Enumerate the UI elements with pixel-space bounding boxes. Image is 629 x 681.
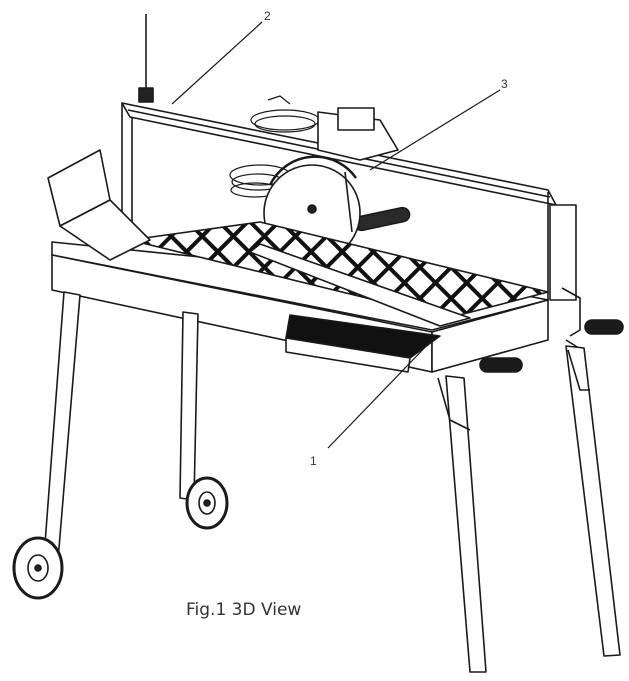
callout-3-label: 3 <box>501 77 508 91</box>
legs <box>43 291 621 673</box>
callout-1-leader <box>327 337 435 449</box>
callout-1-label: 1 <box>310 454 317 468</box>
callout-2-leader <box>171 21 263 105</box>
adjustment-rod <box>138 14 154 103</box>
cutting-head <box>317 107 411 232</box>
figure-caption: Fig.1 3D View <box>186 600 302 620</box>
water-tray <box>285 314 441 373</box>
callout-2-label: 2 <box>264 9 271 23</box>
side-tray <box>47 149 151 261</box>
carry-handles <box>479 287 624 387</box>
callout-3-leader <box>369 89 501 171</box>
wheels <box>12 476 229 600</box>
